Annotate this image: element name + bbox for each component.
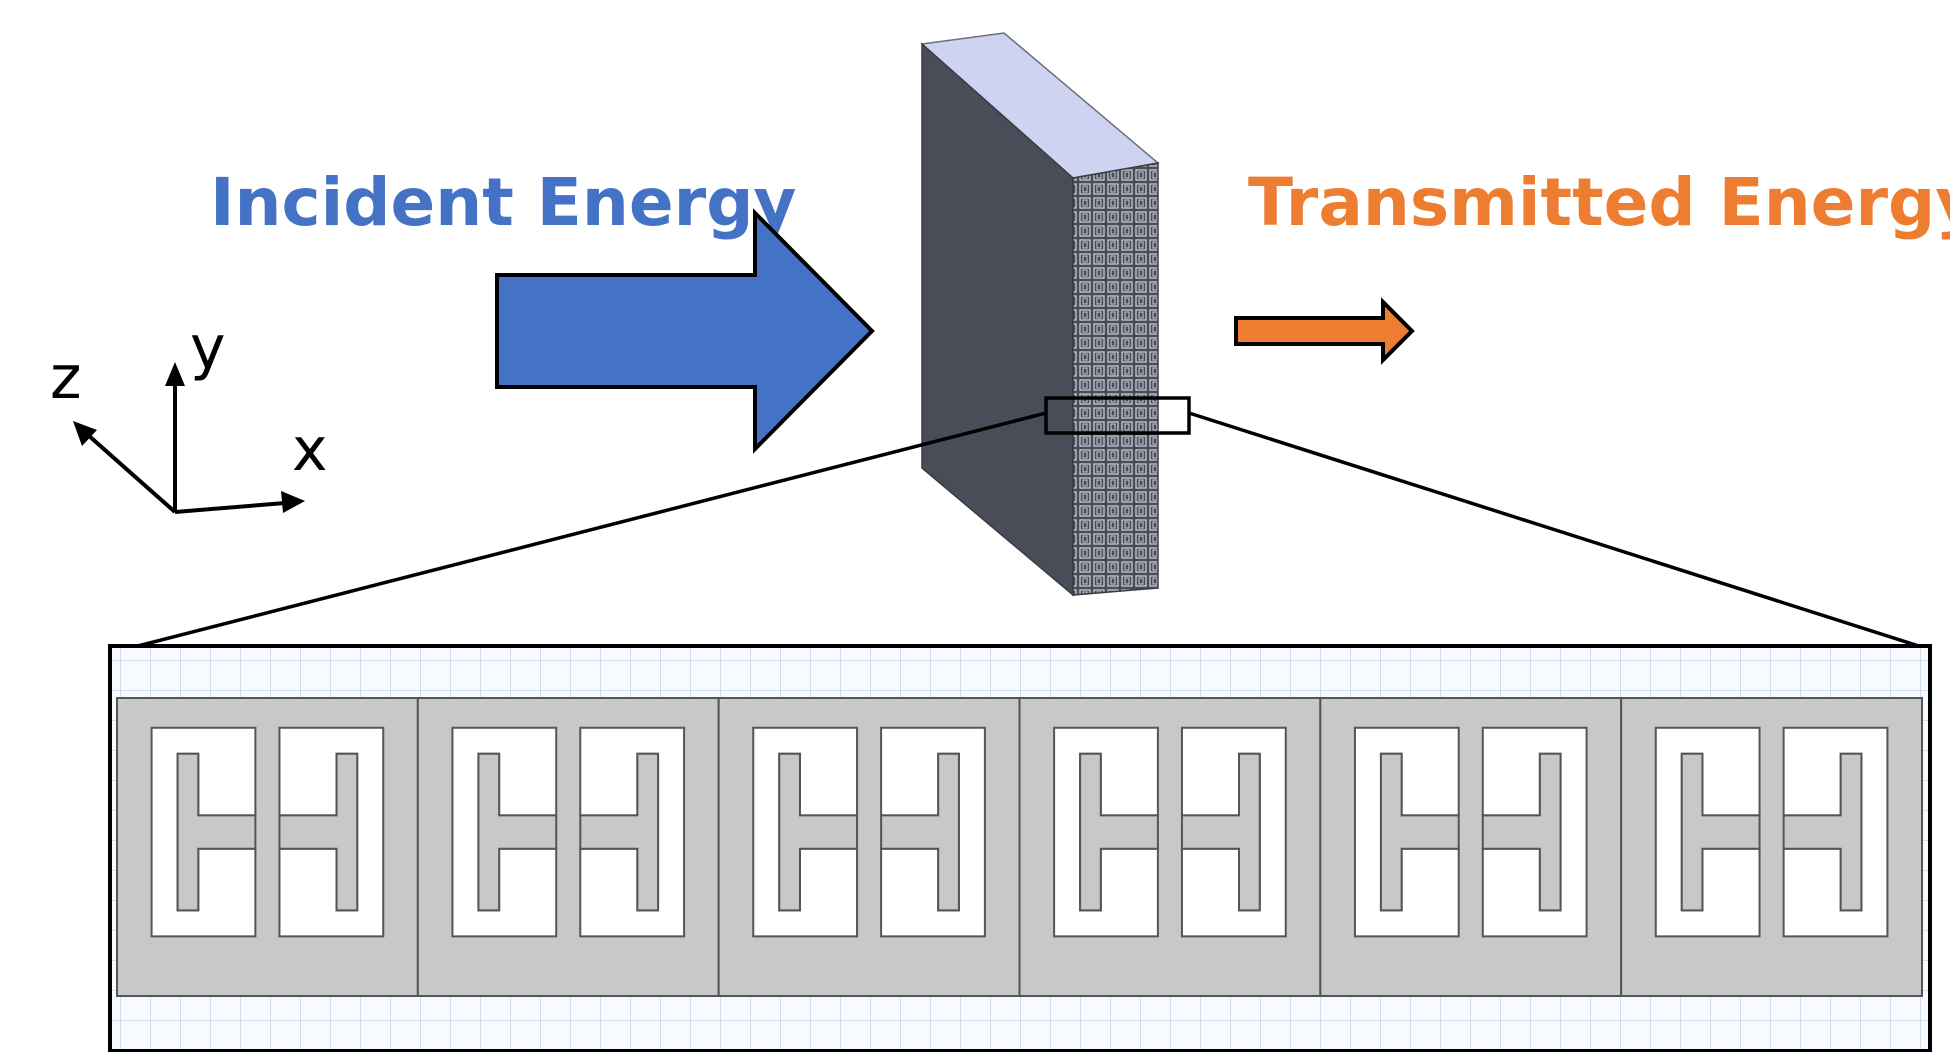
unit-cell — [1319, 697, 1623, 997]
zoom-connector-left — [129, 411, 1047, 650]
axis-label-z: z — [50, 343, 82, 413]
split-ring-resonator-right-pad — [579, 752, 660, 912]
split-ring-resonator-right-pad — [1782, 752, 1863, 912]
split-ring-resonator-left-pad — [477, 752, 558, 912]
split-ring-resonator-right — [1180, 726, 1287, 938]
zoom-detail-panel — [108, 644, 1932, 1052]
split-ring-resonator-left — [150, 726, 257, 938]
split-ring-resonator-left — [451, 726, 558, 938]
axis-label-y: y — [190, 313, 226, 383]
split-ring-resonator-left — [752, 726, 859, 938]
slab-patterned-side — [1072, 162, 1159, 596]
split-ring-resonator-right — [880, 726, 986, 938]
axis-label-x: x — [292, 415, 328, 485]
unit-cell — [116, 697, 419, 997]
unit-cell — [1018, 697, 1322, 997]
coordinate-axes: y x z — [50, 313, 328, 514]
split-ring-resonator-left-pad — [1680, 752, 1761, 912]
detail-panel-frame — [108, 644, 1932, 1052]
unit-cell — [717, 697, 1021, 997]
split-ring-resonator-left — [1654, 726, 1761, 938]
split-ring-resonator-right-pad — [278, 752, 359, 912]
unit-cell — [1620, 697, 1923, 997]
split-ring-resonator-left-pad — [1379, 752, 1460, 912]
split-ring-resonator-left-pad — [176, 752, 257, 912]
split-ring-resonator-left — [1353, 726, 1460, 938]
zoom-region-box — [1044, 396, 1191, 435]
split-ring-resonator-right — [1782, 726, 1889, 938]
split-ring-resonator-right-pad — [1481, 752, 1562, 912]
split-ring-resonator-right — [1481, 726, 1588, 938]
incident-arrow — [495, 208, 875, 454]
incident-energy-label: Incident Energy — [210, 164, 796, 241]
split-ring-resonator-left-pad — [778, 752, 859, 912]
zoom-connector-right — [1188, 411, 1926, 650]
transmitted-arrow — [1234, 297, 1415, 365]
split-ring-resonator-right-pad — [880, 752, 960, 912]
unit-cell-row — [116, 697, 1923, 997]
split-ring-resonator-left-pad — [1079, 752, 1159, 912]
transmitted-energy-label: Transmitted Energy — [1248, 164, 1950, 241]
unit-cell — [416, 697, 720, 997]
split-ring-resonator-left — [1053, 726, 1159, 938]
metamaterial-slab — [920, 32, 1160, 597]
split-ring-resonator-right — [278, 726, 385, 938]
split-ring-resonator-right — [579, 726, 686, 938]
split-ring-resonator-right-pad — [1180, 752, 1261, 912]
